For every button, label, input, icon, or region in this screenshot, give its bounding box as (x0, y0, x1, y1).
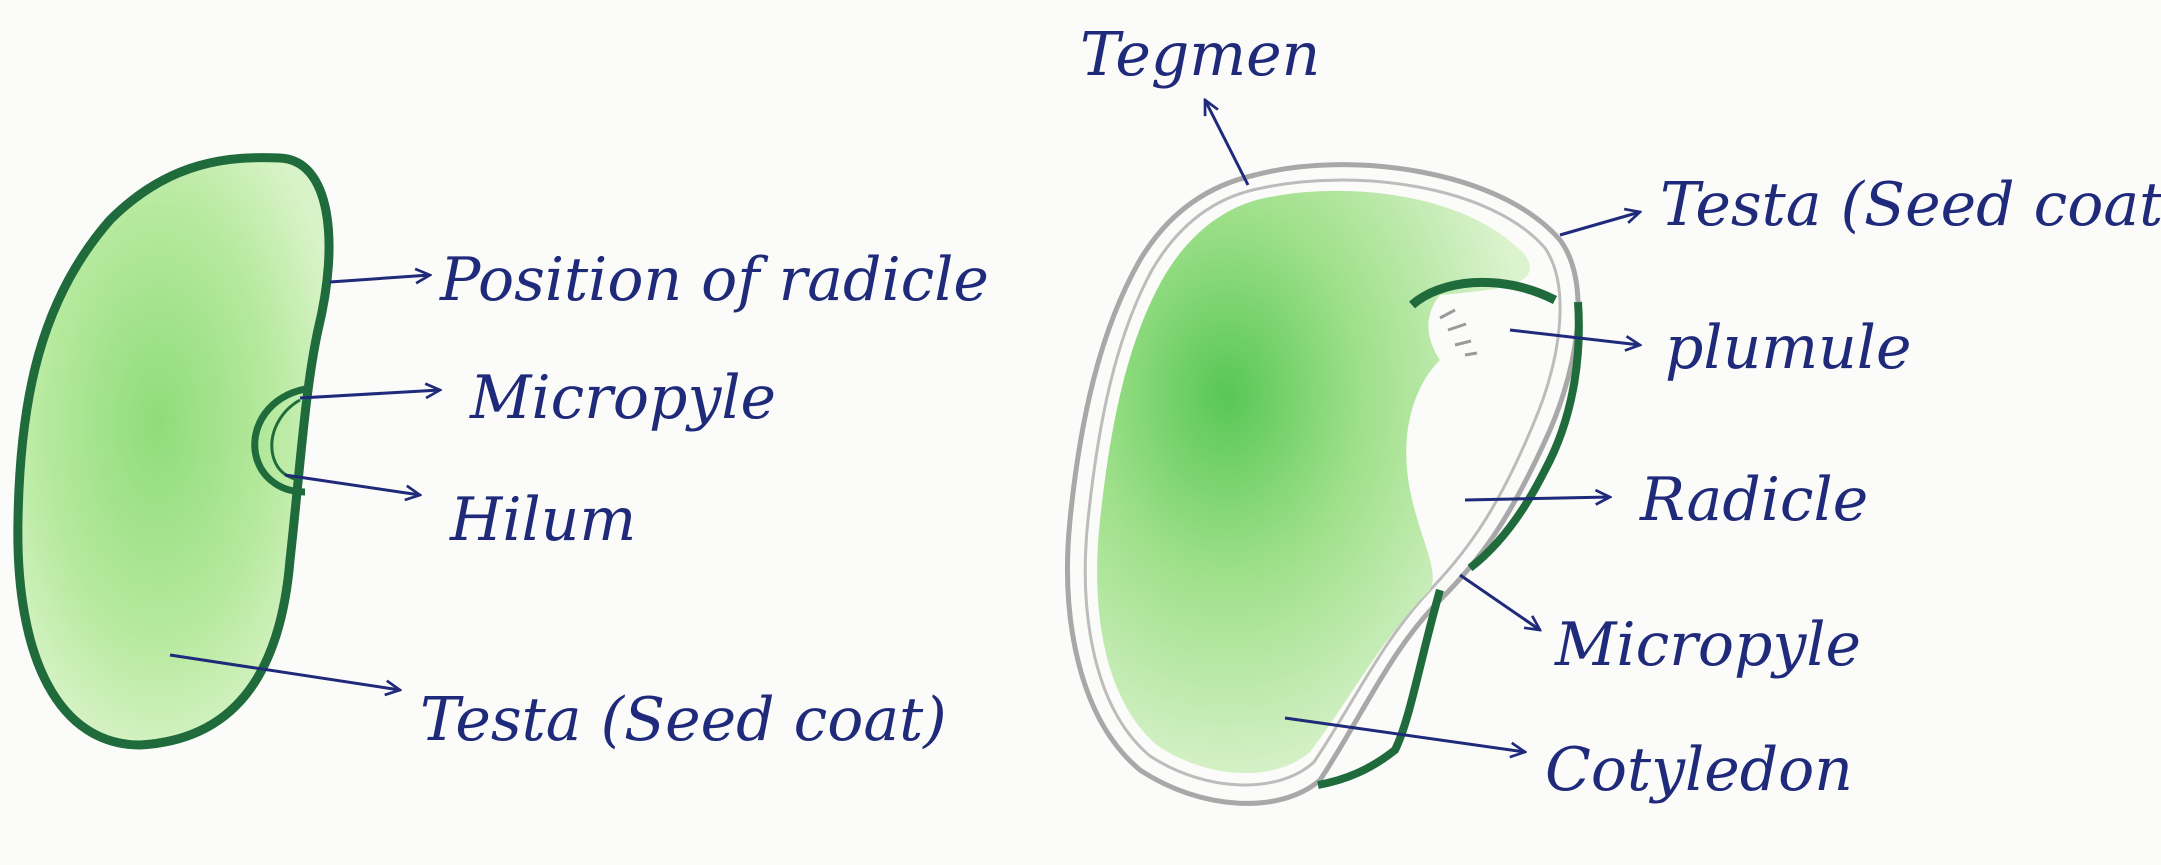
micropyle-pointer (300, 390, 440, 398)
radicle-stroke (1470, 302, 1579, 568)
label-tegmen: Tegmen (1080, 20, 1320, 90)
label-cotyledon: Cotyledon (1545, 735, 1853, 805)
internal-seed: Tegmen Testa (Seed coat) plumule Radicle… (1068, 20, 2161, 805)
radicle-position-pointer (330, 275, 430, 282)
external-seed: Position of radicle Micropyle Hilum Test… (18, 158, 989, 755)
micropyle-right-pointer (1460, 575, 1540, 630)
label-hilum: Hilum (449, 485, 636, 555)
plumule-leaf-marks (1440, 310, 1477, 355)
testa-right-pointer (1560, 212, 1640, 235)
hilum-pointer (285, 475, 420, 495)
label-radicle: Radicle (1639, 465, 1868, 535)
tegmen-pointer (1205, 100, 1248, 185)
label-testa-left: Testa (Seed coat) (420, 685, 947, 755)
label-micropyle-right: Micropyle (1554, 610, 1861, 680)
label-testa-right: Testa (Seed coat) (1660, 170, 2161, 240)
label-plumule: plumule (1665, 313, 1911, 383)
radicle-pointer (1465, 497, 1610, 500)
label-radicle-position: Position of radicle (439, 245, 989, 315)
cotyledon-fill (1097, 191, 1530, 773)
label-micropyle-left: Micropyle (469, 363, 776, 433)
